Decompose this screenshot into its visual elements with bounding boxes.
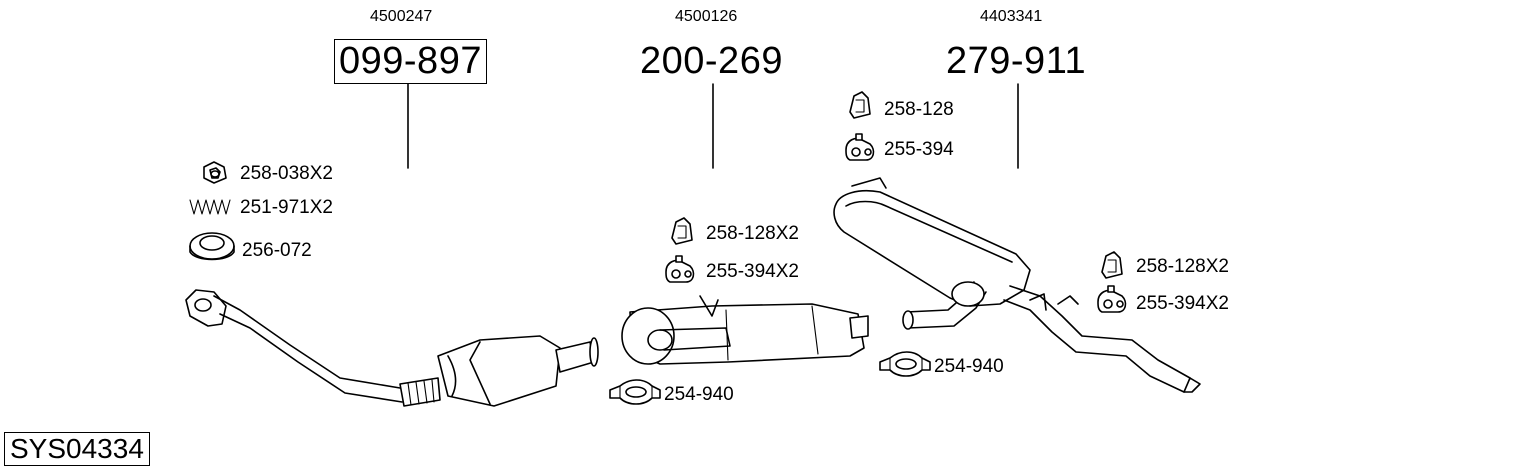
part-number-1[interactable]: 099-897: [334, 39, 487, 84]
rear-silencer-body: [833, 189, 1031, 307]
oem-number-2: 4500126: [675, 8, 738, 25]
label-gasket[interactable]: 256-072: [242, 240, 312, 261]
front-flange-bore: [194, 298, 212, 312]
rear-inlet-end: [902, 310, 914, 330]
centre-silencer-outlet: [849, 315, 869, 339]
label-bracket-rear-top[interactable]: 258-128: [884, 99, 954, 120]
label-clamp-mid[interactable]: 254-940: [664, 384, 734, 405]
clamp-icon: [879, 351, 931, 377]
rubber-hanger-icon: [1097, 285, 1127, 313]
front-pipe: [213, 295, 401, 389]
oem-number-3: 4403341: [980, 8, 1043, 25]
nut-icon: [203, 161, 227, 184]
rear-silencer-hook: [851, 177, 887, 189]
part-number-2[interactable]: 200-269: [640, 40, 783, 82]
part-number-3[interactable]: 279-911: [946, 40, 1087, 82]
spring-icon: [189, 199, 231, 215]
oem-number-1: 4500247: [370, 8, 433, 25]
clamp-icon: [609, 379, 661, 405]
cat-outlet-pipe: [555, 341, 595, 373]
tail-pipe-end: [1183, 377, 1201, 393]
front-pipe-catalyst: [185, 289, 599, 407]
gasket-icon: [189, 232, 235, 261]
bracket-icon: [671, 217, 693, 245]
label-clamp-rear[interactable]: 254-940: [934, 356, 1004, 377]
bracket-icon: [1101, 251, 1123, 279]
label-spring[interactable]: 251-971X2: [240, 197, 333, 218]
label-hanger-rear-top[interactable]: 255-394: [884, 139, 954, 160]
rubber-hanger-icon: [845, 133, 875, 161]
label-hanger-rear[interactable]: 255-394X2: [1136, 293, 1229, 314]
label-bracket-mid[interactable]: 258-128X2: [706, 223, 799, 244]
label-nut[interactable]: 258-038X2: [240, 163, 333, 184]
centre-silencer: [621, 295, 869, 365]
rear-silencer: [833, 177, 1201, 393]
rubber-hanger-icon: [665, 255, 695, 283]
label-bracket-rear[interactable]: 258-128X2: [1136, 256, 1229, 277]
system-code: SYS04334: [4, 432, 150, 466]
label-hanger-mid[interactable]: 255-394X2: [706, 261, 799, 282]
cat-outlet-end: [589, 337, 599, 367]
catalytic-converter: [437, 335, 561, 407]
bracket-icon: [849, 91, 871, 119]
